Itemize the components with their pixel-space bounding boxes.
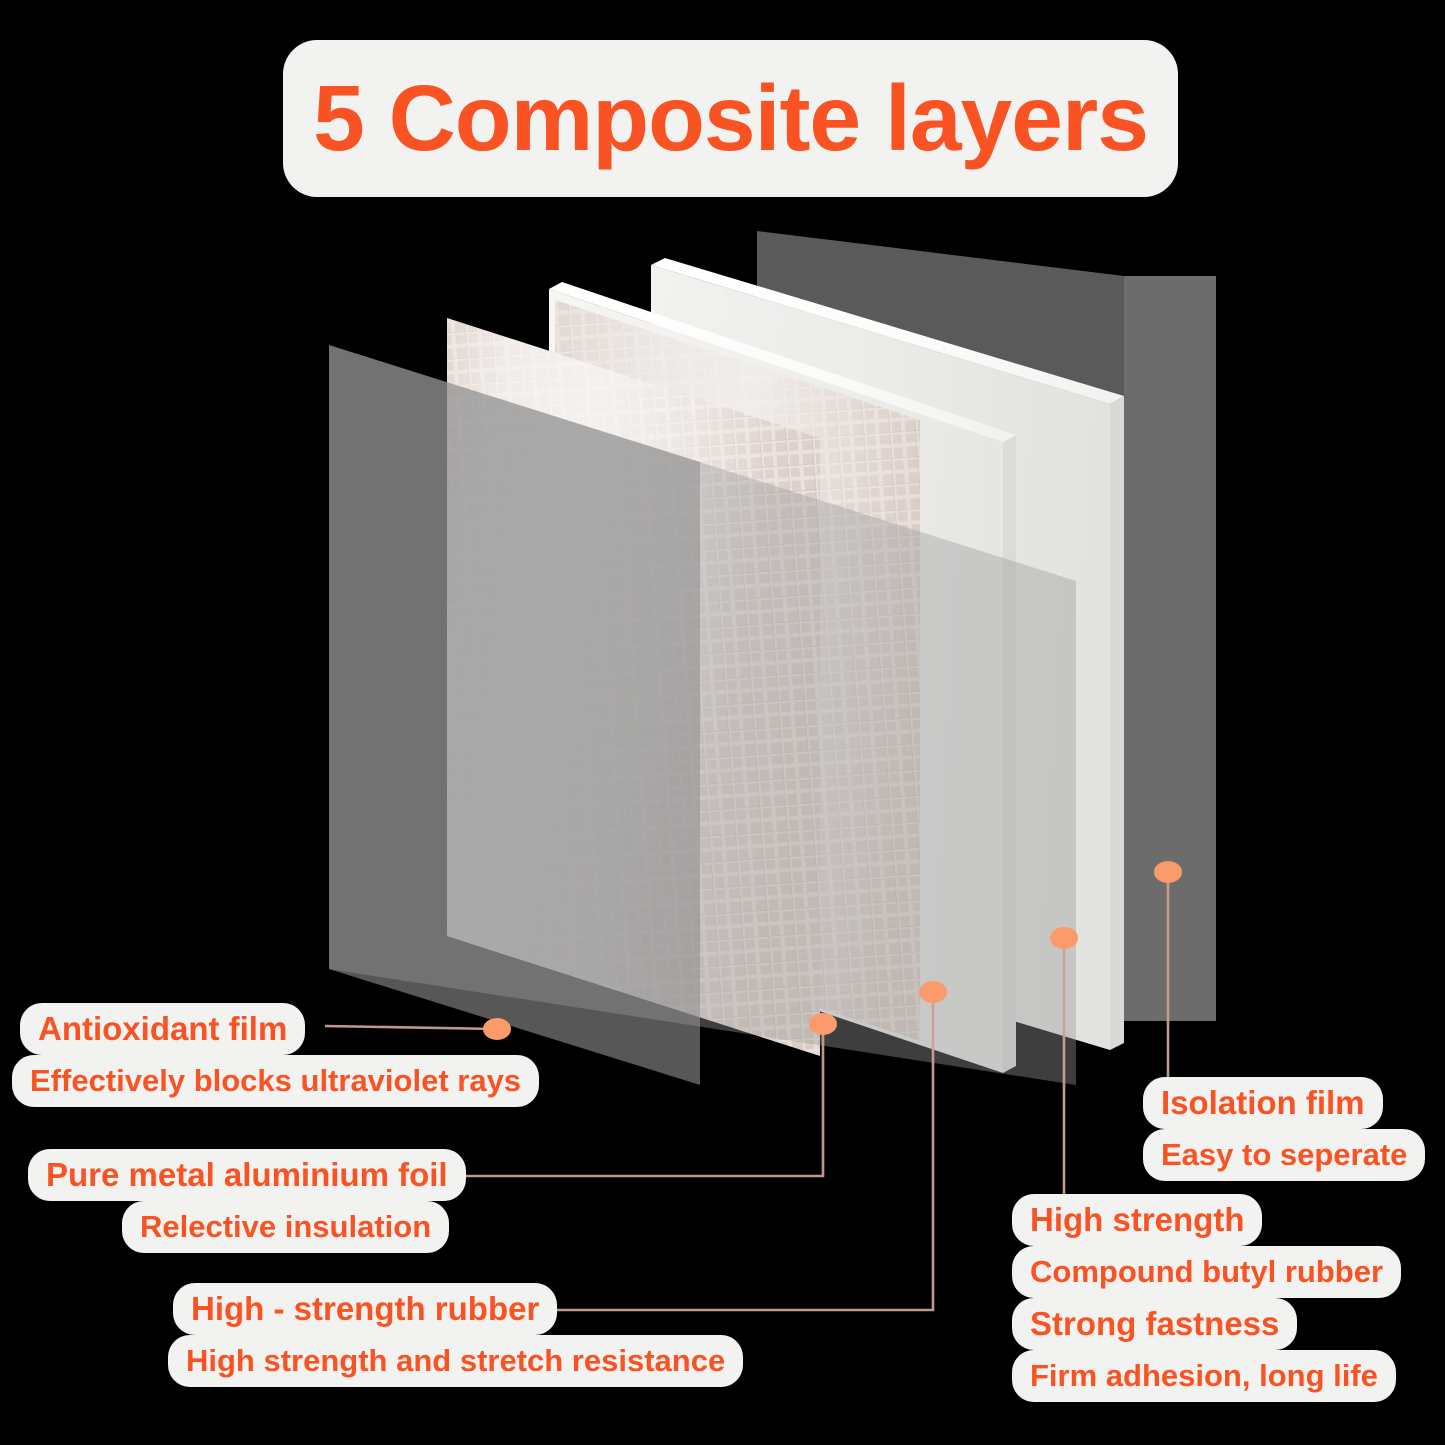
callout-text: Effectively blocks ultraviolet rays: [30, 1063, 522, 1098]
callout-isolation-film-desc: Easy to seperate: [1143, 1129, 1426, 1181]
layer-butyl-rubber-board: [651, 258, 1124, 1050]
callout-text: Isolation film: [1161, 1084, 1365, 1121]
layer-foil-front-sheet: [447, 318, 820, 1056]
callout-text: High strength: [1030, 1201, 1245, 1238]
callout-text: Pure metal aluminium foil: [46, 1156, 448, 1193]
page-title: 5 Composite layers: [313, 66, 1149, 170]
dot-antioxidant-film: [483, 1018, 511, 1040]
title-card: 5 Composite layers: [283, 40, 1178, 197]
callout-aluminium-foil-title: Pure metal aluminium foil: [28, 1149, 466, 1201]
callout-rubber-layer-title: High - strength rubber: [173, 1283, 558, 1335]
callout-text: Firm adhesion, long life: [1030, 1358, 1378, 1393]
dot-butyl-rubber-board: [1050, 927, 1078, 949]
connector-rubber-layer: [556, 992, 935, 1312]
callout-aluminium-foil-desc: Relective insulation: [122, 1201, 450, 1253]
callout-text: Strong fastness: [1030, 1305, 1280, 1342]
callout-butyl-rubber-line3: Strong fastness: [1012, 1298, 1298, 1350]
callout-dots: [483, 861, 1182, 1040]
callout-text: Antioxidant film: [38, 1010, 288, 1047]
dot-rubber-layer: [919, 981, 947, 1003]
dot-aluminium-foil: [809, 1013, 837, 1035]
layer-isolation-film: [757, 231, 1216, 1021]
dot-isolation-film: [1154, 861, 1182, 883]
callout-isolation-film-title: Isolation film: [1143, 1077, 1383, 1129]
layer-rubber-board: [549, 282, 1016, 1073]
callout-text: High strength and stretch resistance: [186, 1343, 726, 1378]
callout-butyl-rubber-line2: Compound butyl rubber: [1012, 1246, 1402, 1298]
layer-antioxidant-film: [329, 345, 1076, 1085]
callout-antioxidant-film-title: Antioxidant film: [20, 1003, 306, 1055]
callout-text: Relective insulation: [140, 1209, 432, 1244]
callout-text: Easy to seperate: [1161, 1137, 1408, 1172]
callout-butyl-rubber-line4: Firm adhesion, long life: [1012, 1350, 1396, 1402]
connector-antioxidant-film: [324, 1024, 498, 1031]
callout-text: High - strength rubber: [191, 1290, 540, 1327]
callout-text: Compound butyl rubber: [1030, 1254, 1384, 1289]
callout-rubber-layer-desc: High strength and stretch resistance: [168, 1335, 744, 1387]
layer-aluminium-foil: [555, 300, 920, 1041]
callout-butyl-rubber-line1: High strength: [1012, 1194, 1263, 1246]
callout-antioxidant-film-desc: Effectively blocks ultraviolet rays: [12, 1055, 540, 1107]
